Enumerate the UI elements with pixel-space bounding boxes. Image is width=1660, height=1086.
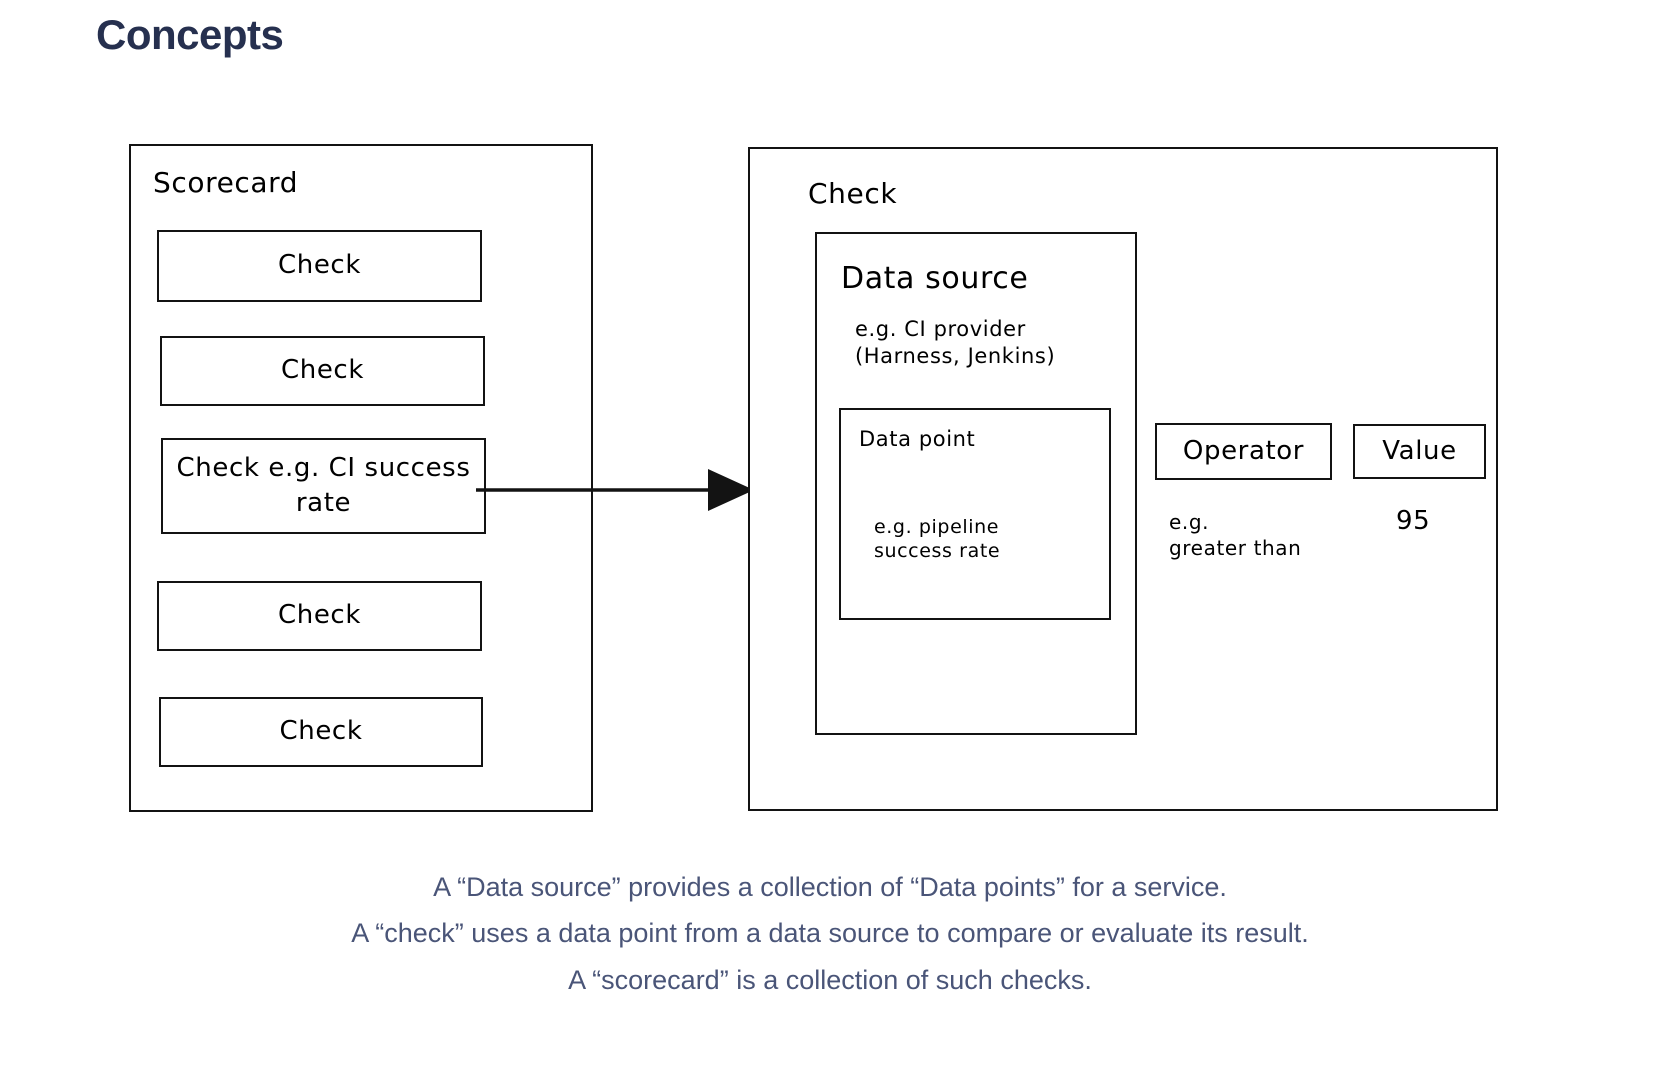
value-number: 95: [1396, 506, 1431, 536]
caption-line-1: A “Data source” provides a collection of…: [433, 872, 1227, 902]
scorecard-check-4-label: Check: [278, 600, 361, 631]
caption-line-2: A “check” uses a data point from a data …: [351, 918, 1309, 949]
page-title: Concepts: [96, 11, 284, 58]
arrow-right-icon: [476, 469, 754, 511]
scorecard-check-4[interactable]: Check: [157, 581, 482, 651]
scorecard-check-3[interactable]: Check e.g. CI success rate: [161, 438, 486, 534]
check-title: Check: [808, 177, 898, 210]
operator-box[interactable]: Operator: [1155, 423, 1332, 480]
concepts-diagram: Scorecard Check Check Check e.g. CI succ…: [129, 144, 1498, 812]
value-box[interactable]: Value: [1353, 424, 1486, 479]
scorecard-check-2[interactable]: Check: [160, 336, 485, 406]
scorecard-check-1[interactable]: Check: [157, 230, 482, 302]
scorecard-check-3-label: Check e.g. CI success rate: [176, 452, 471, 518]
scorecard-check-5[interactable]: Check: [159, 697, 483, 767]
scorecard-check-1-label: Check: [278, 250, 361, 281]
data-source-note: e.g. CI provider (Harness, Jenkins): [855, 317, 1056, 368]
operator-note: e.g. greater than: [1169, 510, 1302, 560]
data-source-title: Data source: [841, 261, 1029, 296]
data-point-title: Data point: [859, 427, 976, 451]
scorecard-check-2-label: Check: [281, 355, 364, 386]
operator-label: Operator: [1182, 435, 1305, 466]
value-label: Value: [1382, 435, 1457, 466]
data-point-container: [839, 408, 1111, 620]
caption-line-3: A “scorecard” is a collection of such ch…: [568, 964, 1092, 995]
scorecard-title: Scorecard: [153, 166, 299, 199]
data-point-note: e.g. pipeline success rate: [874, 516, 1001, 563]
caption: A “Data source” provides a collection of…: [0, 864, 1660, 1003]
scorecard-check-5-label: Check: [279, 716, 363, 747]
